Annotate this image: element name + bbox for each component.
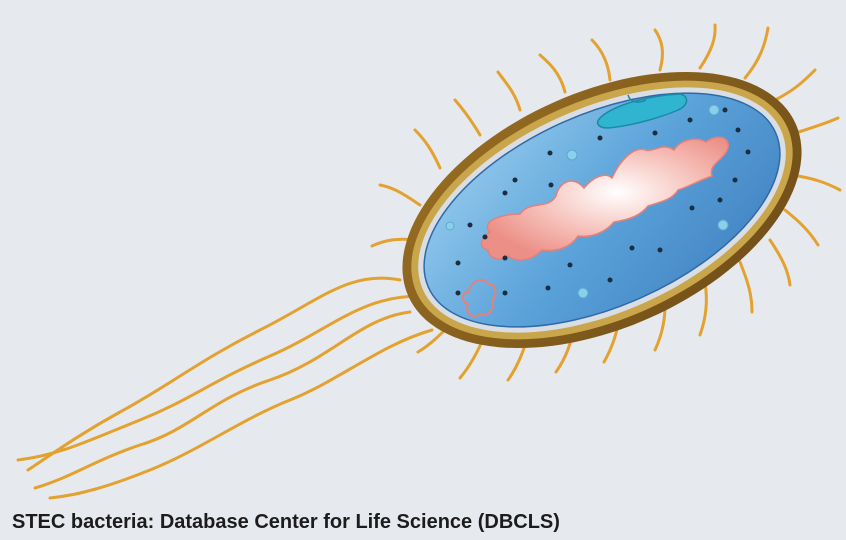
- flagellum-4: [50, 330, 432, 498]
- caption: STEC bacteria: Database Center for Life …: [12, 510, 560, 534]
- flagellum-2: [35, 312, 410, 488]
- flagella: [18, 278, 432, 498]
- bacterium-illustration: [0, 0, 846, 510]
